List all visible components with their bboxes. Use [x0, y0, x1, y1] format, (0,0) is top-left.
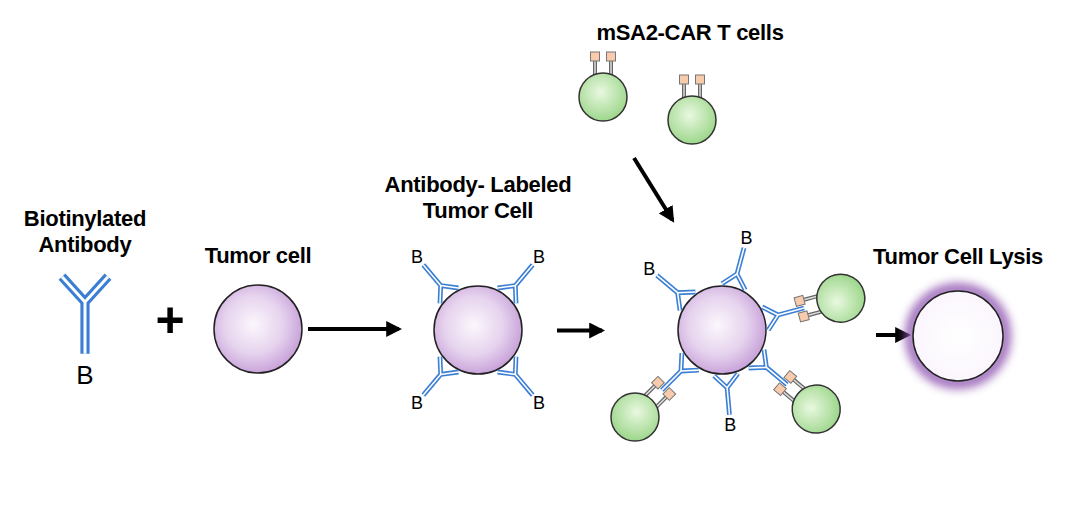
biotin-label: B [643, 260, 655, 278]
biotin-label: B [411, 394, 423, 412]
tumor-cell: Tumor cell [212, 283, 304, 375]
biotin-label: B [533, 394, 545, 412]
car-t-cells: mSA2-CAR T cells [570, 50, 730, 155]
process-arrow [634, 158, 673, 220]
cell-illustration [912, 290, 1004, 382]
biotinylated-antibody: Biotinylated AntibodyB [45, 278, 125, 393]
plus-sign: + [155, 295, 184, 345]
tumor-cell-body [434, 286, 522, 374]
cell-heading: Biotinylated Antibody [5, 206, 165, 259]
car-t-cell [601, 368, 684, 451]
bound-antibody [649, 266, 695, 310]
cell-heading: Tumor Cell Lysis [863, 244, 1053, 270]
lysis-glow [911, 289, 1005, 383]
antibody-icon [62, 277, 108, 354]
biotin-label: B [411, 248, 423, 266]
process-arrow [557, 329, 602, 333]
process-arrow [308, 327, 399, 331]
tumor-cell-body [678, 286, 766, 374]
tcell-tumor-complex: B B B [606, 224, 872, 446]
cell-heading: Antibody- Labeled Tumor Cell [373, 172, 583, 225]
car-t-cell [668, 75, 716, 144]
cell-illustration [212, 283, 304, 375]
cell-illustration [606, 224, 872, 446]
biotin-label: B [533, 248, 545, 266]
biotin-label: B [741, 229, 753, 247]
car-t-cell [579, 52, 627, 121]
car-t-cell [791, 269, 870, 333]
cell-illustration [570, 50, 730, 155]
cell-heading: Tumor cell [183, 243, 333, 269]
cell-illustration [403, 248, 553, 413]
car-t-cell [766, 362, 850, 443]
process-arrow [876, 333, 908, 337]
tumor-cell-body [214, 285, 302, 373]
bound-antibody [714, 374, 741, 416]
lysed-tumor-cell: Tumor Cell Lysis [912, 290, 1004, 382]
bound-antibody [653, 353, 698, 398]
labeled-tumor-cell: Antibody- Labeled Tumor CellBBBB [403, 248, 553, 413]
biotin-label: B [724, 416, 736, 434]
bound-antibody [749, 350, 795, 394]
lysed-cell-body [913, 291, 1003, 381]
cell-heading: mSA2-CAR T cells [575, 20, 805, 46]
biotin-label: B [76, 362, 93, 388]
bound-antibody [722, 245, 756, 290]
